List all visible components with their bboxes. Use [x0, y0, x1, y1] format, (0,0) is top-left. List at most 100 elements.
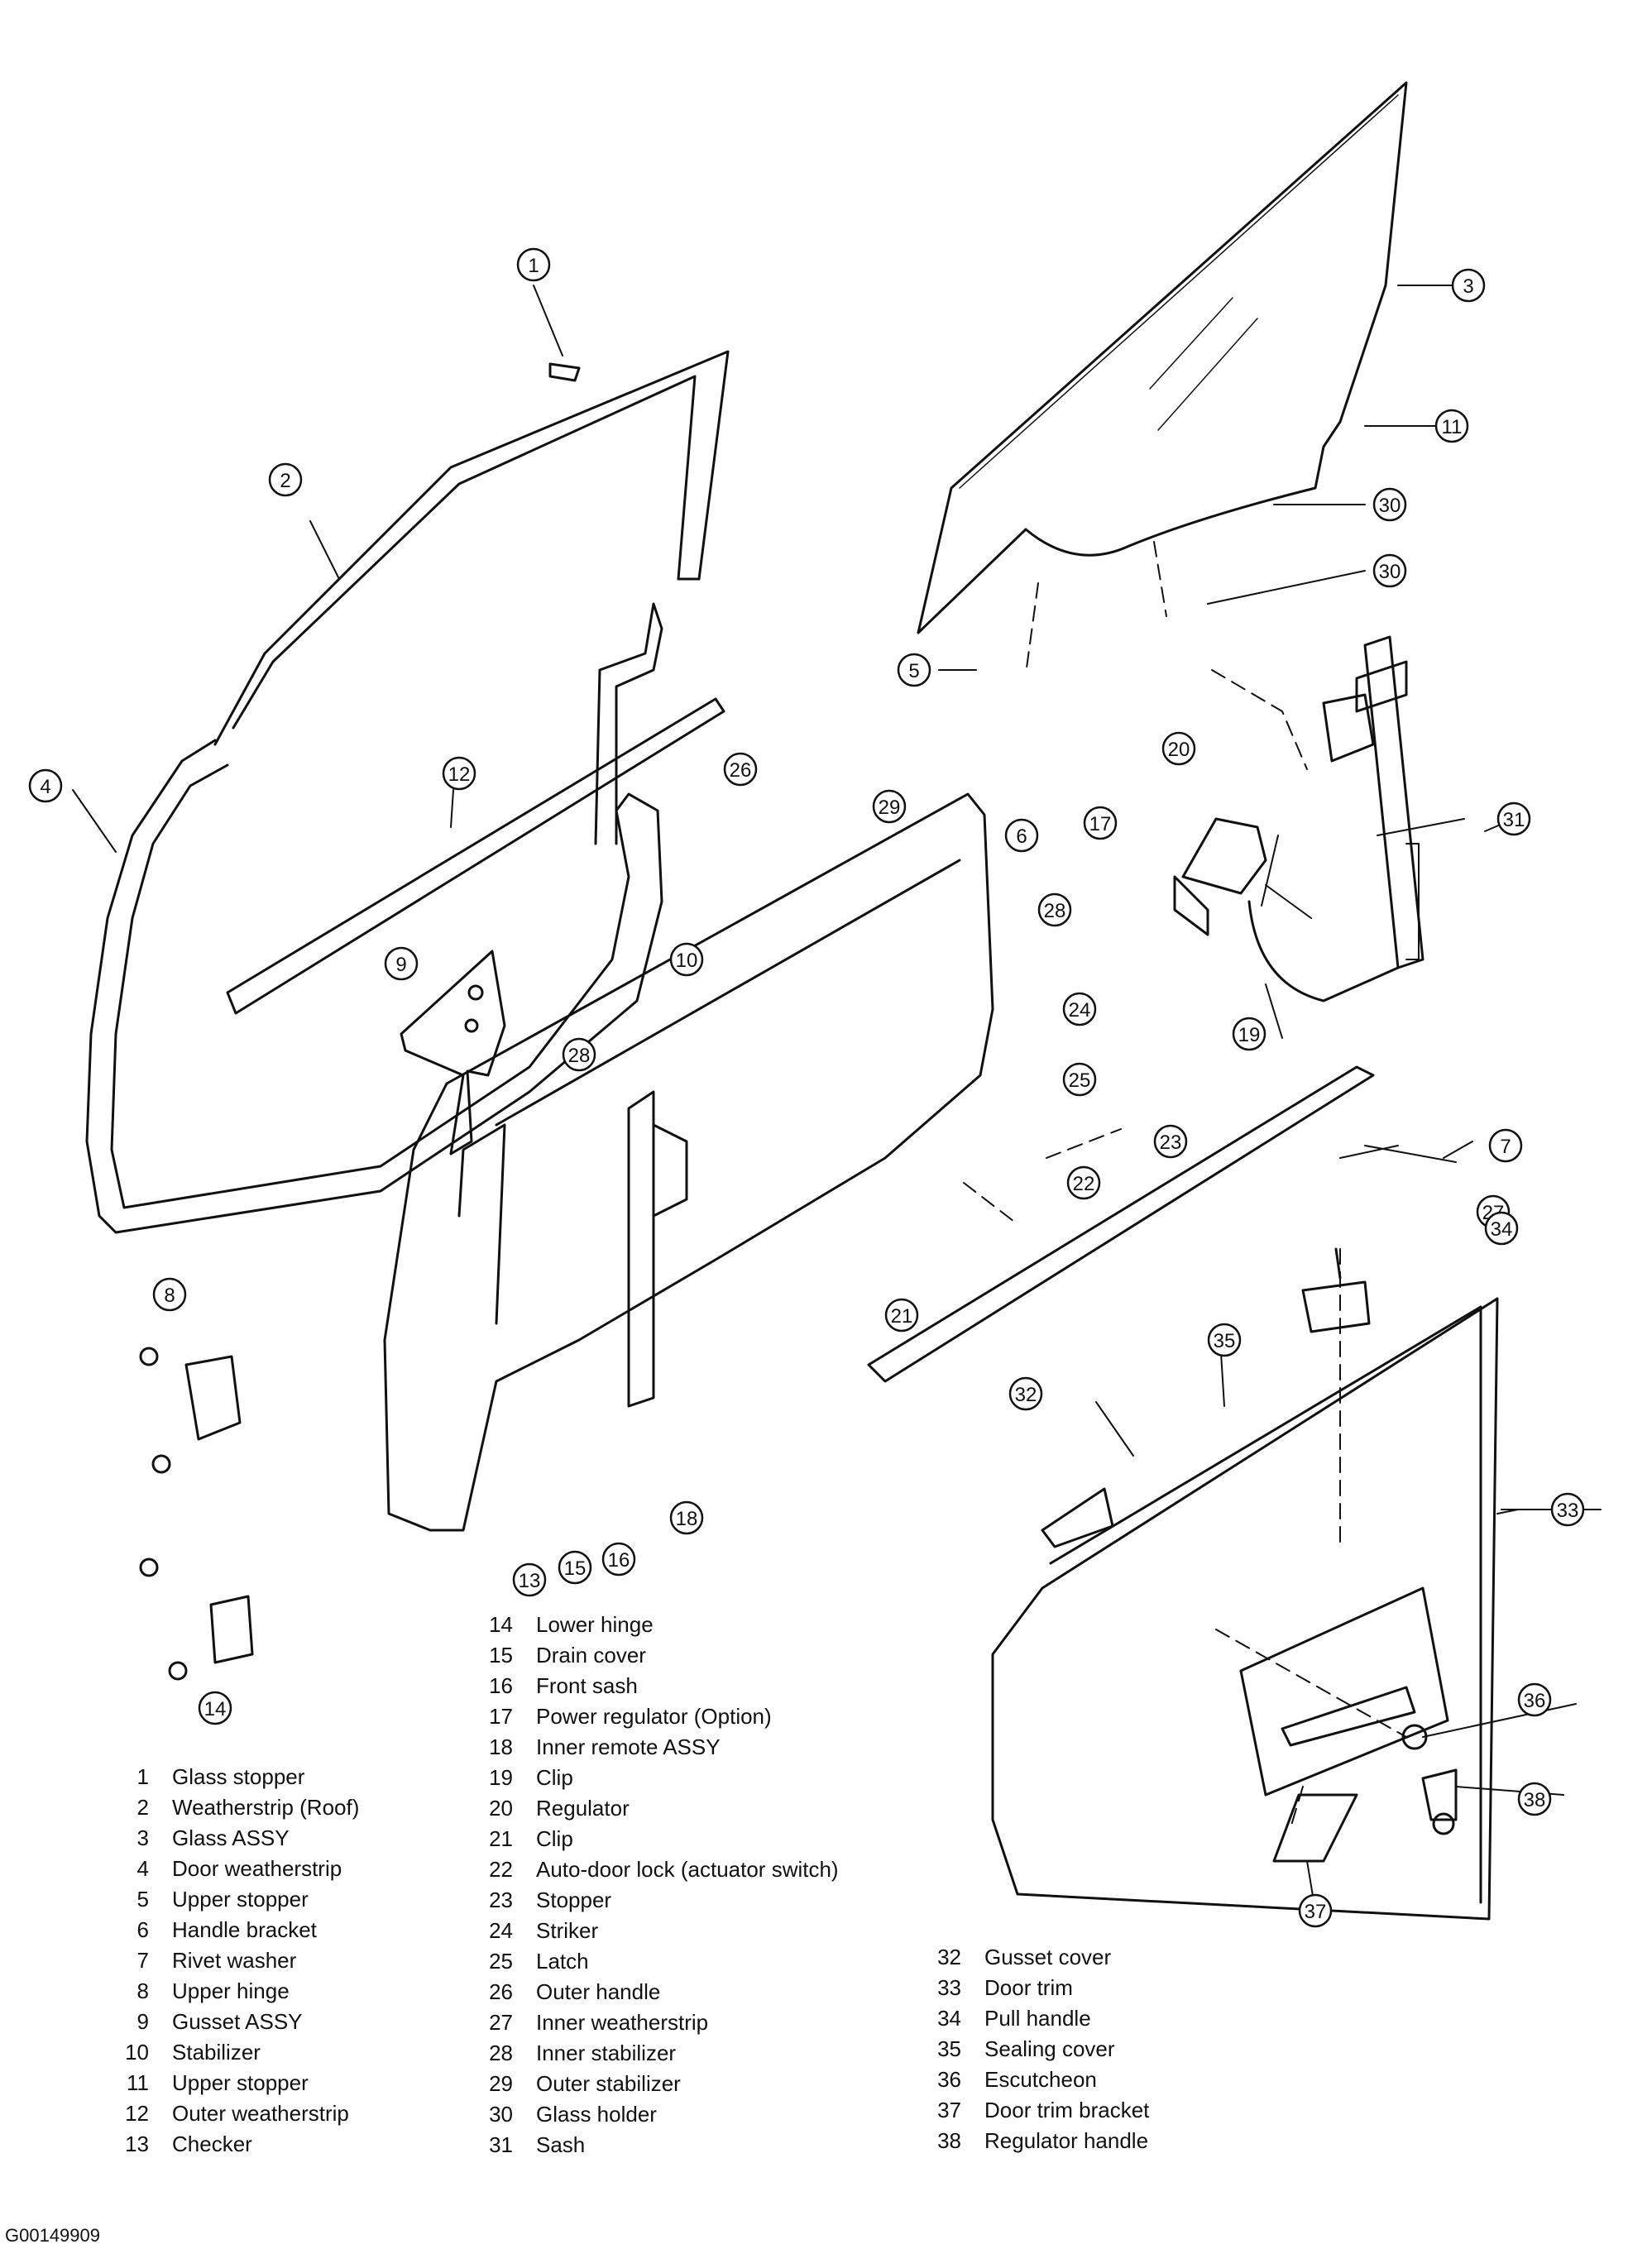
legend-num: 31	[489, 2132, 513, 2157]
legend-row: 31 Sash	[472, 2130, 839, 2160]
svg-text:29: 29	[879, 797, 901, 819]
callout-34: 34	[1484, 1211, 1519, 1246]
callout-20: 20	[1161, 731, 1196, 766]
legend-num: 30	[489, 2102, 513, 2127]
callout-10: 10	[669, 942, 704, 977]
legend-num: 13	[125, 2132, 149, 2156]
callout-1: 1	[516, 247, 551, 282]
legend-label: Sealing cover	[984, 2036, 1115, 2061]
legend-label: Door trim bracket	[984, 2098, 1150, 2122]
legend-label: Auto-door lock (actuator switch)	[536, 1857, 839, 1882]
upper-hinge	[139, 1347, 242, 1474]
svg-text:18: 18	[676, 1508, 698, 1530]
legend-label: Clip	[536, 1765, 573, 1790]
legend-num: 8	[136, 1979, 149, 2003]
legend-num: 38	[937, 2128, 961, 2153]
svg-text:14: 14	[204, 1698, 227, 1720]
callout-15: 15	[558, 1550, 592, 1585]
callout-12: 12	[442, 756, 476, 791]
svg-text:33: 33	[1557, 1500, 1579, 1522]
legend-num: 28	[489, 2041, 513, 2065]
legend-label: Outer weatherstrip	[172, 2101, 349, 2126]
legend-row: 10 Stabilizer	[108, 2037, 359, 2068]
legend-num: 33	[937, 1975, 961, 2000]
legend-label: Glass ASSY	[172, 1825, 290, 1850]
callout-16: 16	[601, 1542, 636, 1577]
callout-32: 32	[1008, 1376, 1043, 1411]
svg-text:30: 30	[1379, 495, 1401, 517]
legend-label: Inner weatherstrip	[536, 2010, 709, 2035]
svg-text:24: 24	[1069, 999, 1091, 1022]
door-weatherstrip	[85, 739, 663, 1234]
legend-label: Inner stabilizer	[536, 2041, 677, 2065]
svg-text:26: 26	[730, 759, 752, 782]
door-shell	[383, 792, 994, 1532]
svg-text:38: 38	[1524, 1789, 1546, 1811]
legend-label: Regulator	[536, 1796, 630, 1821]
legend-label: Checker	[172, 2132, 252, 2156]
callout-28b: 28	[562, 1037, 596, 1072]
legend-num: 12	[125, 2101, 149, 2126]
callout-28a: 28	[1037, 892, 1072, 927]
glass-stopper-part	[548, 362, 581, 382]
legend-num: 20	[489, 1796, 513, 1821]
regulator-sash	[1322, 635, 1424, 969]
svg-text:36: 36	[1524, 1690, 1546, 1712]
legend-label: Striker	[536, 1918, 599, 1943]
svg-text:25: 25	[1069, 1069, 1091, 1092]
callout-30a: 30	[1372, 487, 1407, 522]
legend-label: Gusset cover	[984, 1945, 1112, 1969]
legend-num: 10	[125, 2040, 149, 2065]
svg-text:16: 16	[608, 1549, 630, 1572]
callout-9: 9	[384, 946, 419, 981]
legend-row: 30 Glass holder	[472, 2099, 839, 2130]
legend-num: 18	[489, 1734, 513, 1759]
legend-label: Stabilizer	[172, 2040, 261, 2065]
callout-36: 36	[1517, 1682, 1552, 1717]
legend-num: 29	[489, 2071, 513, 2096]
callout-37: 37	[1298, 1893, 1333, 1928]
callout-25: 25	[1062, 1062, 1097, 1097]
callout-30b: 30	[1372, 553, 1407, 588]
legend-label: Gusset ASSY	[172, 2009, 303, 2034]
svg-text:13: 13	[519, 1570, 541, 1592]
callout-26: 26	[723, 752, 758, 787]
svg-text:22: 22	[1073, 1173, 1095, 1195]
callout-31: 31	[1496, 801, 1531, 836]
legend-label: Weatherstrip (Roof)	[172, 1795, 360, 1820]
legend-num: 36	[937, 2067, 961, 2092]
callout-33: 33	[1550, 1492, 1585, 1527]
legend-label: Sash	[536, 2132, 586, 2157]
callout-23: 23	[1153, 1124, 1188, 1159]
legend-num: 9	[136, 2009, 149, 2034]
svg-text:19: 19	[1238, 1024, 1261, 1046]
callouts: 1 2 3 4 5 6 7 8 9 10 11 12 13 14 15 16 1…	[28, 247, 1585, 1928]
legend-label: Glass holder	[536, 2102, 657, 2127]
legend-label: Outer stabilizer	[536, 2071, 681, 2096]
svg-text:7: 7	[1500, 1136, 1511, 1158]
legend-label: Lower hinge	[536, 1612, 654, 1637]
callout-2: 2	[268, 462, 303, 497]
callout-24: 24	[1062, 992, 1097, 1026]
callout-7: 7	[1488, 1128, 1523, 1163]
legend-label: Glass stopper	[172, 1764, 305, 1789]
legend-label: Drain cover	[536, 1643, 646, 1668]
